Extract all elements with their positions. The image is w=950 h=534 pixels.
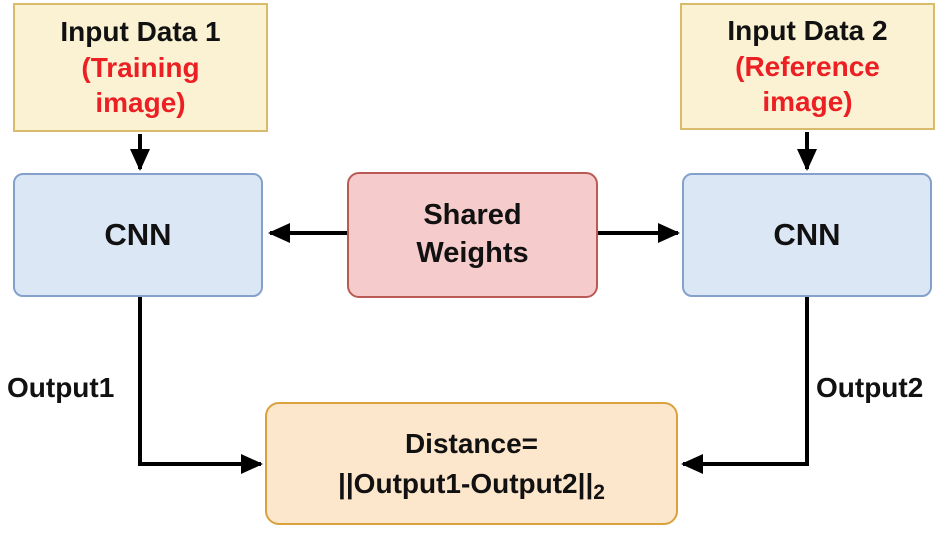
input2-subtitle: (Reference image) bbox=[735, 50, 880, 118]
input1-title: Input Data 1 bbox=[60, 15, 221, 47]
cnn-left-node: CNN bbox=[13, 173, 263, 297]
arrow-cnn-left-to-distance bbox=[138, 297, 263, 474]
distance-subscript: 2 bbox=[593, 480, 605, 504]
distance-node: Distance= ||Output1-Output2||2 bbox=[265, 402, 678, 525]
output2-edge-label: Output2 bbox=[816, 372, 924, 403]
input-data-1-node: Input Data 1 (Training image) bbox=[13, 3, 268, 132]
shared-weights-node: Shared Weights bbox=[347, 172, 598, 298]
output1-edge-label: Output1 bbox=[7, 372, 115, 403]
distance-formula: ||Output1-Output2||2 bbox=[338, 464, 605, 503]
distance-expression: ||Output1-Output2|| bbox=[338, 467, 594, 499]
cnn-right-label: CNN bbox=[773, 217, 841, 252]
cnn-left-label: CNN bbox=[104, 217, 172, 252]
shared-weights-label: Shared Weights bbox=[416, 199, 529, 269]
arrow-cnn-right-to-distance bbox=[681, 297, 809, 474]
input2-title: Input Data 2 bbox=[727, 14, 888, 46]
cnn-right-node: CNN bbox=[682, 173, 932, 297]
input1-subtitle: (Training image) bbox=[81, 51, 200, 119]
distance-title: Distance= bbox=[404, 428, 539, 460]
input-data-2-node: Input Data 2 (Reference image) bbox=[680, 3, 935, 130]
